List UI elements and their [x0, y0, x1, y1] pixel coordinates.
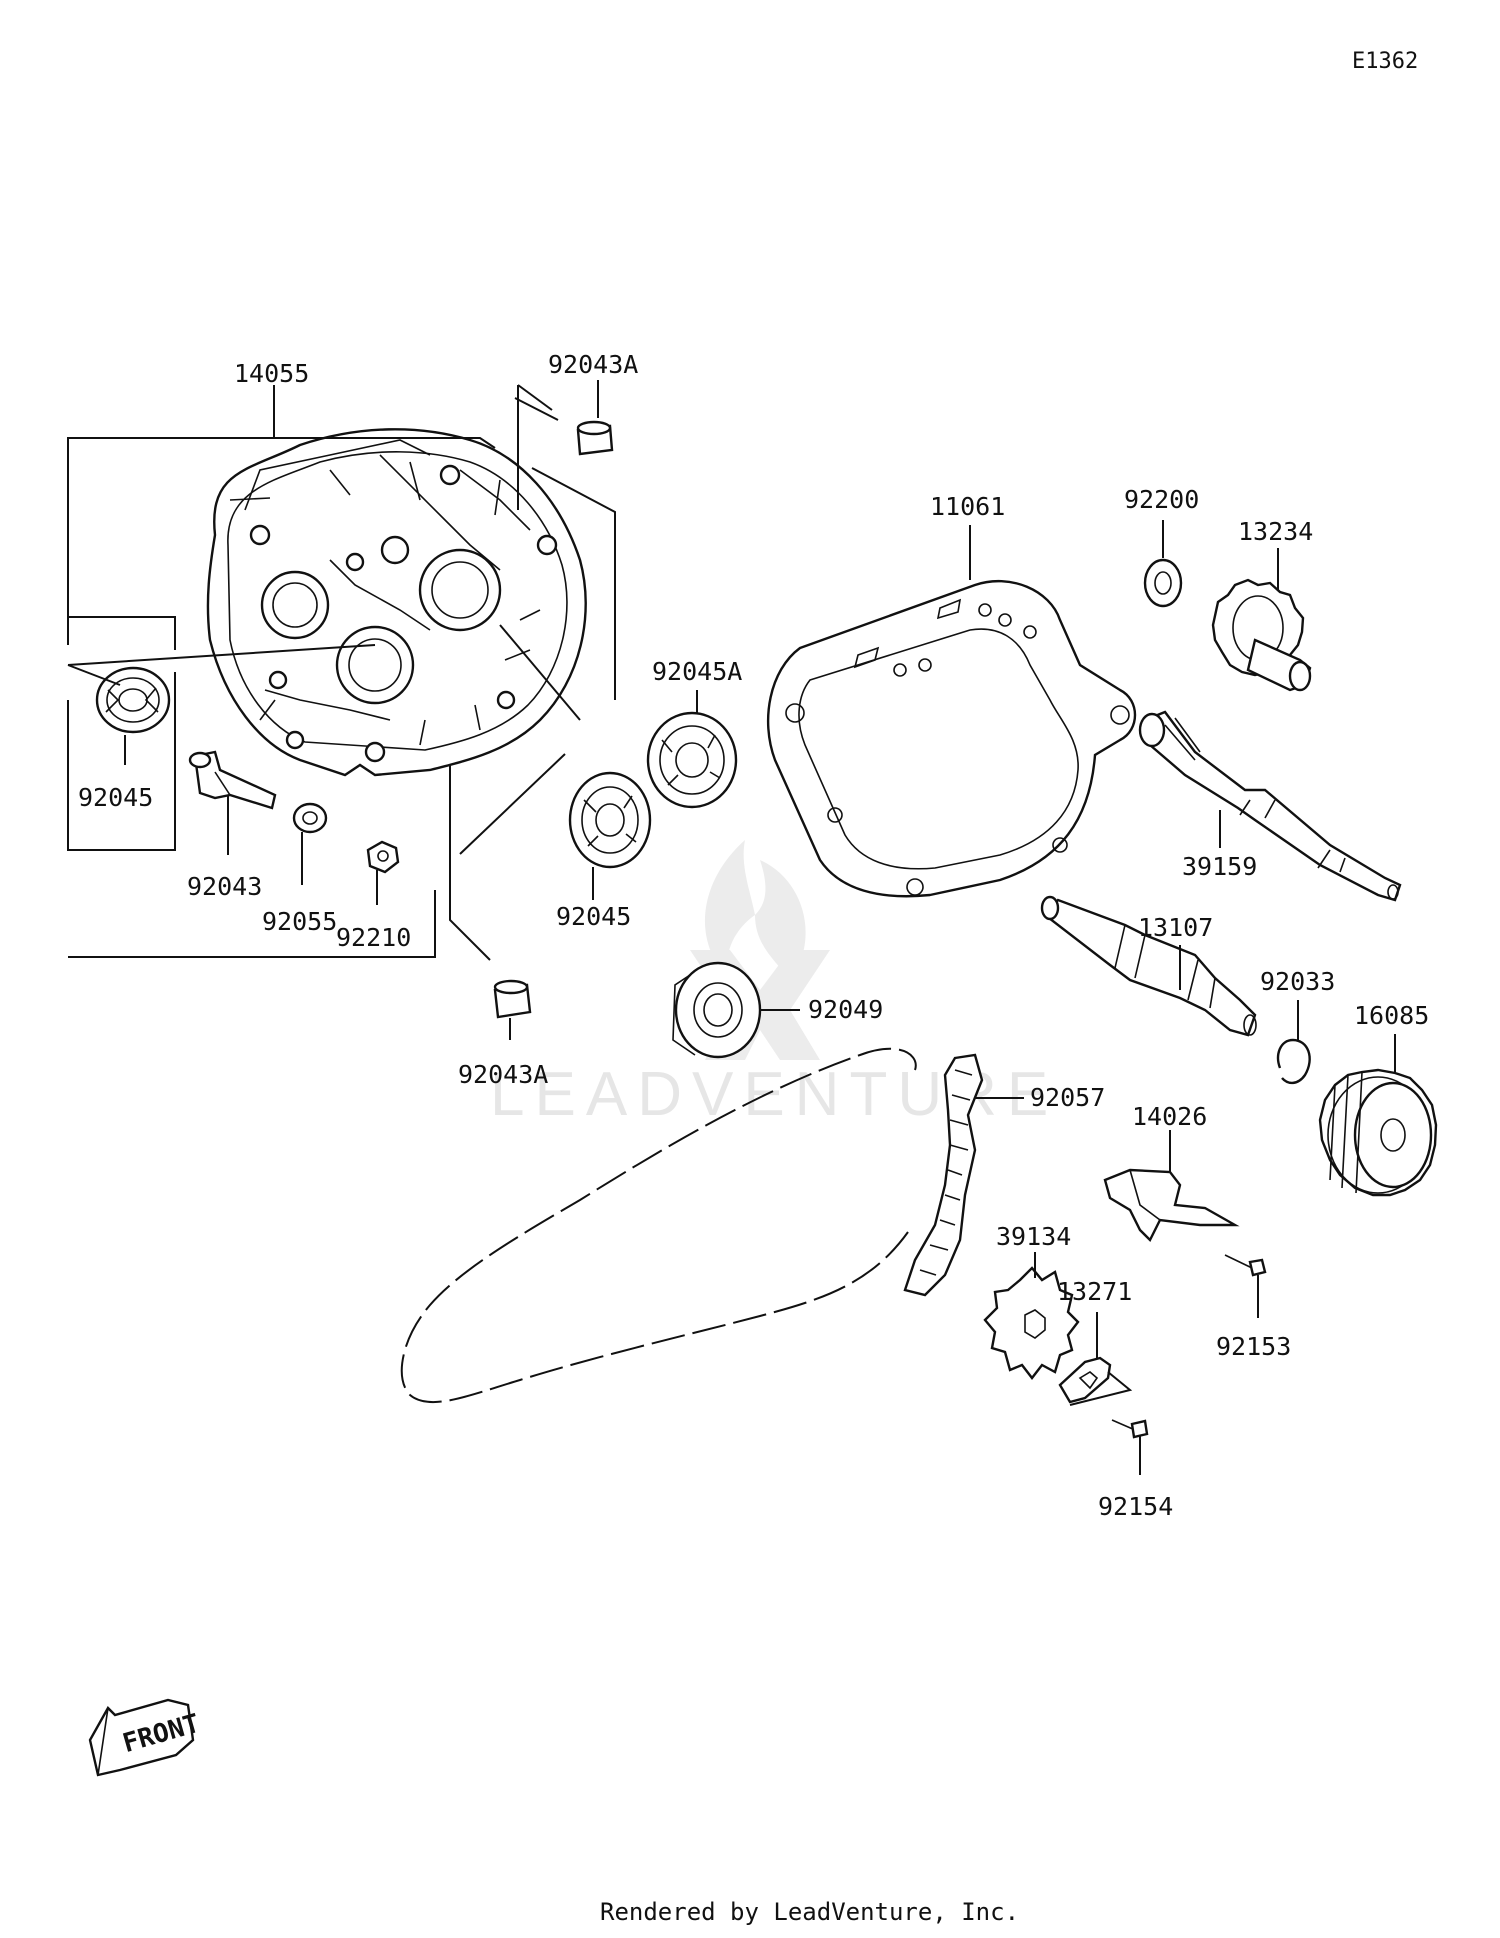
part-92210-nut[interactable] — [366, 840, 400, 874]
label-92043a-top: 92043A — [548, 350, 638, 379]
part-92049-oil-seal[interactable] — [672, 961, 762, 1059]
part-13271-plate[interactable] — [1058, 1356, 1112, 1404]
label-92045-mid: 92045 — [556, 902, 631, 931]
label-14026: 14026 — [1132, 1102, 1207, 1131]
part-13107-shaft[interactable] — [1040, 895, 1257, 1037]
label-11061: 11061 — [930, 492, 1005, 521]
label-92043a-bottom: 92043A — [458, 1060, 548, 1089]
part-92055-washer[interactable] — [292, 802, 328, 834]
part-92153-bolt[interactable] — [1224, 1254, 1267, 1277]
part-39159-shaft[interactable] — [1138, 710, 1402, 902]
label-92045-left: 92045 — [78, 783, 153, 812]
part-13234-gear[interactable] — [1211, 578, 1312, 692]
label-13234: 13234 — [1238, 517, 1313, 546]
leader-92045-left-a — [67, 664, 121, 686]
part-92043-pin[interactable] — [188, 750, 277, 810]
leader-13271-lines — [1069, 1371, 1133, 1406]
part-16085-gear[interactable] — [1318, 1068, 1438, 1197]
leader-92045-left-b — [67, 644, 376, 666]
label-13271: 13271 — [1057, 1277, 1132, 1306]
callout-14055 — [67, 385, 616, 958]
label-92154: 92154 — [1098, 1492, 1173, 1521]
label-39159: 39159 — [1182, 852, 1257, 881]
label-92153: 92153 — [1216, 1332, 1291, 1361]
part-92045-bearing-mid[interactable] — [568, 771, 652, 869]
label-39134: 39134 — [996, 1222, 1071, 1251]
part-11061-gasket[interactable] — [766, 580, 1137, 898]
part-39134-sprocket[interactable] — [983, 1266, 1080, 1380]
part-92045-bearing-left[interactable] — [95, 666, 171, 734]
leader-92043a-bottom — [449, 765, 491, 961]
label-92045a: 92045A — [652, 657, 742, 686]
diagram-code: E1362 — [1352, 49, 1418, 74]
part-92154-bolt[interactable] — [1111, 1419, 1149, 1439]
label-92210: 92210 — [336, 923, 411, 952]
label-92033: 92033 — [1260, 967, 1335, 996]
part-92033-circlip[interactable] — [1276, 1038, 1311, 1085]
part-92043a-dowel-bottom[interactable] — [493, 979, 532, 1019]
label-13107: 13107 — [1138, 913, 1213, 942]
label-92043: 92043 — [187, 872, 262, 901]
label-92057: 92057 — [1030, 1083, 1105, 1112]
part-92043a-dowel-top[interactable] — [576, 420, 614, 456]
part-92045a-bearing[interactable] — [646, 711, 738, 809]
label-92200: 92200 — [1124, 485, 1199, 514]
label-92055: 92055 — [262, 907, 337, 936]
leader-92043a-top-3 — [517, 384, 553, 411]
label-92049: 92049 — [808, 995, 883, 1024]
part-14026-sprocket-cover[interactable] — [1103, 1168, 1240, 1243]
part-92200-washer[interactable] — [1143, 558, 1183, 608]
footer-credit: Rendered by LeadVenture, Inc. — [600, 1898, 1019, 1926]
label-14055: 14055 — [234, 359, 309, 388]
part-92057-chain[interactable] — [400, 1047, 984, 1403]
label-16085: 16085 — [1354, 1001, 1429, 1030]
front-direction-marker: FRONT — [88, 1698, 203, 1777]
part-14055-crankcase-cover[interactable] — [206, 428, 587, 777]
